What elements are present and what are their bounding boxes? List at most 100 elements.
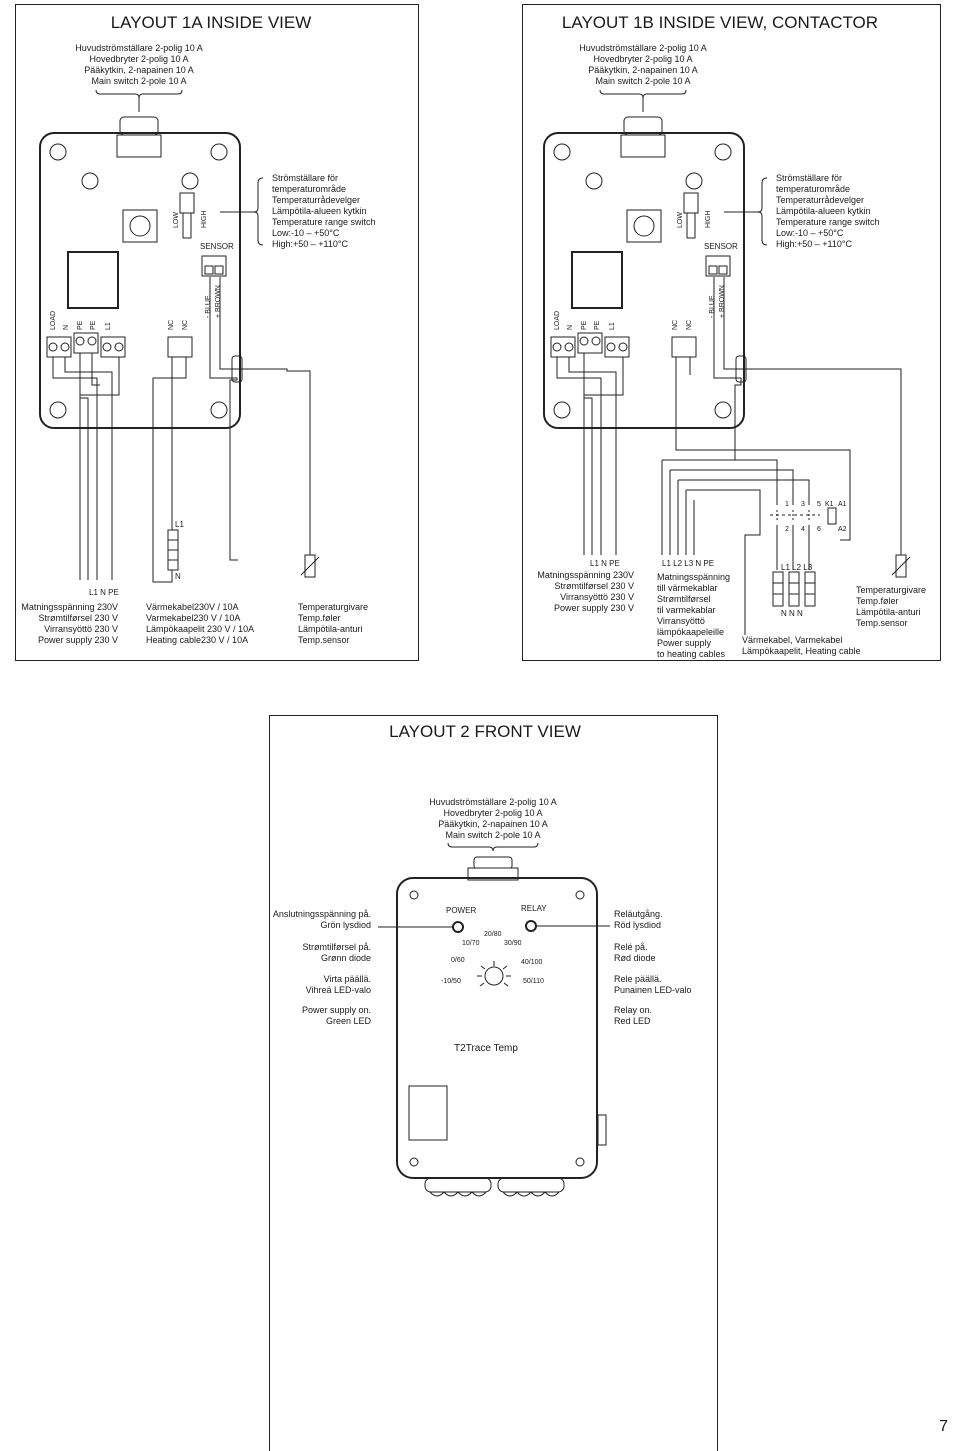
svg-text:+ BROWN: + BROWN: [719, 285, 726, 318]
sensor-text: Temperaturgivare: [298, 602, 368, 612]
svg-text:LOAD: LOAD: [50, 311, 57, 330]
svg-text:LOAD: LOAD: [554, 311, 561, 330]
range-text: Temperature range switch: [272, 217, 376, 227]
range-text: Strömställare för: [272, 173, 338, 183]
svg-text:Temperature range switch: Temperature range switch: [776, 217, 880, 227]
svg-text:Main switch 2-pole 10 A: Main switch 2-pole 10 A: [445, 830, 540, 840]
svg-text:Strømtilførsel: Strømtilførsel: [657, 594, 711, 604]
svg-text:Lämpötila-anturi: Lämpötila-anturi: [856, 607, 921, 617]
svg-text:PE: PE: [90, 320, 97, 330]
page-number: 7: [939, 1418, 948, 1435]
svg-text:L1 L2 L3 N PE: L1 L2 L3 N PE: [662, 559, 714, 568]
svg-text:till värmekablar: till värmekablar: [657, 583, 718, 593]
svg-text:NC: NC: [672, 320, 679, 330]
power-led-text: Anslutningsspänning på.: [273, 909, 371, 919]
sensor-text: Temp.sensor: [298, 635, 350, 645]
blue-label: - BLUE: [205, 295, 212, 318]
svg-text:SENSOR: SENSOR: [704, 242, 738, 251]
svg-text:Power supply: Power supply: [657, 638, 712, 648]
power-led-text: Strømtilførsel på.: [302, 942, 371, 952]
temp-sensor-symbol: [895, 554, 907, 578]
relay-led: [525, 920, 537, 932]
svg-text:N: N: [63, 325, 70, 330]
svg-text:Pääkytkin, 2-napainen 10 A: Pääkytkin, 2-napainen 10 A: [438, 819, 548, 829]
svg-text:HIGH: HIGH: [705, 211, 712, 229]
main-switch-line: Pääkytkin, 2-napainen 10 A: [84, 65, 194, 75]
svg-text:PE: PE: [594, 320, 601, 330]
sensor-label: SENSOR: [200, 242, 234, 251]
svg-text:2: 2: [785, 526, 789, 533]
relay-label: RELAY: [521, 904, 547, 913]
heating-cable-element: [772, 571, 784, 607]
supply-text: Strømtilførsel 230 V: [38, 613, 118, 623]
enclosure: [543, 132, 745, 429]
svg-text:Lämpötila-alueen kytkin: Lämpötila-alueen kytkin: [776, 206, 871, 216]
svg-text:K1: K1: [825, 501, 834, 508]
terminal-block-l1: [100, 336, 126, 358]
svg-text:L1: L1: [175, 520, 184, 529]
heating-cable-element: [788, 571, 800, 607]
layout-1a-diagram: LAYOUT 1A INSIDE VIEW Huvudströmställare…: [21, 13, 376, 645]
svg-text:30/90: 30/90: [504, 940, 522, 947]
svg-text:Strömställare för: Strömställare för: [776, 173, 842, 183]
relay-led-text: Red LED: [614, 1016, 651, 1026]
svg-text:Hovedbryter 2-polig 10 A: Hovedbryter 2-polig 10 A: [443, 808, 542, 818]
power-led: [452, 921, 464, 933]
svg-text:10/70: 10/70: [462, 940, 480, 947]
svg-text:1: 1: [785, 501, 789, 508]
svg-text:Temperaturgivare: Temperaturgivare: [856, 585, 926, 595]
svg-text:Strømtilførsel 230 V: Strømtilførsel 230 V: [554, 581, 634, 591]
terminal-block-nc: [167, 336, 193, 358]
layout-2-panel: [269, 715, 718, 1451]
low-label: LOW: [173, 212, 180, 228]
relay-led-text: Reläutgång.: [614, 909, 663, 919]
svg-text:Huvudströmställare 2-polig 10: Huvudströmställare 2-polig 10 A: [579, 43, 707, 53]
svg-text:temperaturområde: temperaturområde: [776, 184, 850, 194]
svg-text:6: 6: [817, 526, 821, 533]
svg-text:4: 4: [801, 526, 805, 533]
svg-text:- BLUE: - BLUE: [709, 295, 716, 318]
svg-text:Pääkytkin, 2-napainen 10 A: Pääkytkin, 2-napainen 10 A: [588, 65, 698, 75]
svg-text:Low:-10 – +50°C: Low:-10 – +50°C: [776, 228, 844, 238]
supply-text: Virransyöttö 230 V: [44, 624, 118, 634]
relay-led-text: Relay on.: [614, 1005, 652, 1015]
terminal-block-load: [46, 336, 72, 358]
svg-text:lämpökaapeleille: lämpökaapeleille: [657, 627, 724, 637]
svg-text:Power supply 230 V: Power supply 230 V: [554, 603, 634, 613]
range-text: Low:-10 – +50°C: [272, 228, 340, 238]
svg-text:Huvudströmställare 2-polig 10: Huvudströmställare 2-polig 10 A: [429, 797, 557, 807]
svg-text:Lämpökaapelit, Heating cable: Lämpökaapelit, Heating cable: [742, 646, 861, 656]
svg-text:Värmekabel, Varmekabel: Värmekabel, Varmekabel: [742, 635, 842, 645]
svg-text:Hovedbryter 2-polig 10 A: Hovedbryter 2-polig 10 A: [593, 54, 692, 64]
sensor-text: Lämpötila-anturi: [298, 624, 363, 634]
temp-sensor-symbol: [304, 554, 316, 578]
main-switch-line: Huvudströmställare 2-polig 10 A: [75, 43, 203, 53]
display-window: [67, 251, 119, 309]
layout-1a-panel: [15, 4, 419, 661]
layout-1b-panel: [522, 4, 941, 661]
svg-text:LOW: LOW: [677, 212, 684, 228]
heating-cable-text: Heating cable230 V / 10A: [146, 635, 248, 645]
brown-label: + BROWN: [215, 285, 222, 318]
svg-text:til varmekablar: til varmekablar: [657, 605, 716, 615]
temperature-dial: [122, 209, 158, 243]
svg-text:L1: L1: [105, 322, 112, 330]
power-led-text: Vihreä LED-valo: [306, 985, 371, 995]
svg-text:Main switch 2-pole 10 A: Main switch 2-pole 10 A: [595, 76, 690, 86]
svg-text:N: N: [175, 572, 181, 581]
svg-text:High:+50 – +110°C: High:+50 – +110°C: [776, 239, 852, 249]
svg-text:-10/50: -10/50: [441, 978, 461, 985]
supply-text: Power supply 230 V: [38, 635, 118, 645]
layout-1b-title: LAYOUT 1B INSIDE VIEW, CONTACTOR: [562, 13, 878, 32]
heating-cable-text: Lämpökaapelit 230 V / 10A: [146, 624, 254, 634]
svg-text:N N N: N N N: [781, 609, 803, 618]
power-label: POWER: [446, 906, 476, 915]
svg-text:PE: PE: [77, 320, 84, 330]
relay-led-text: Rød diode: [614, 953, 656, 963]
power-led-text: Green LED: [326, 1016, 372, 1026]
range-text: Temperaturrådevelger: [272, 195, 360, 205]
supply-text: Matningsspänning 230V: [21, 602, 118, 612]
svg-text:Temp.sensor: Temp.sensor: [856, 618, 908, 628]
layout-1a-title: LAYOUT 1A INSIDE VIEW: [111, 13, 312, 32]
